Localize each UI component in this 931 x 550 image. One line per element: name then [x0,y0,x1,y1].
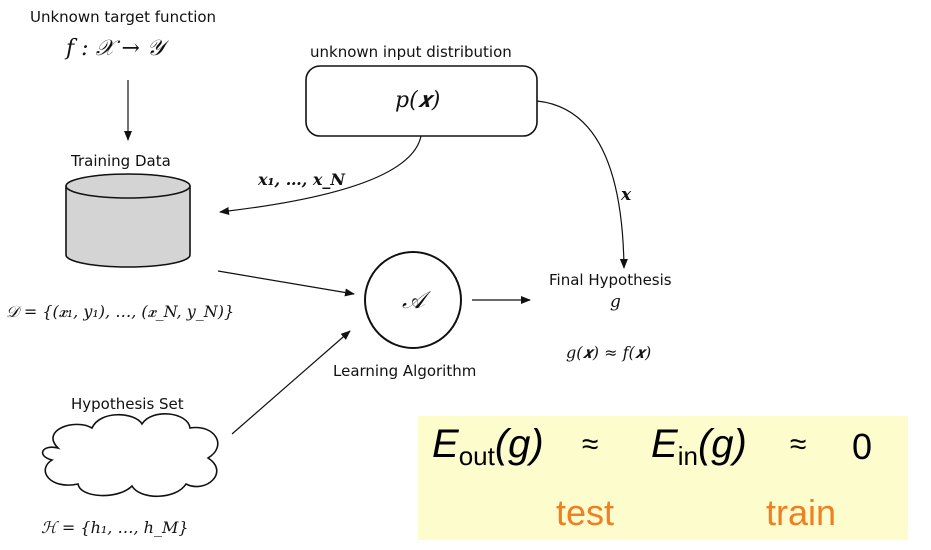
training-data-cylinder [65,173,191,268]
e-out-arg: (g) [494,422,544,466]
e-out-letter: E [432,422,459,466]
algorithm-caption: Learning Algorithm [333,362,477,380]
samples-arrow [219,135,422,215]
training-formula: 𝒟 = {(𝒙₁, y₁), …, (𝒙_N, y_N)} [6,302,235,321]
x-arrow [536,100,628,269]
final-caption: Final Hypothesis [549,271,672,289]
e-out-term: Eout(g) [432,422,544,472]
e-in-arg: (g) [697,422,747,466]
distribution-formula: p(𝒙) [395,88,441,113]
hypothesis-cloud [41,413,219,497]
approx-symbol-2: ≈ [790,428,807,461]
hypothesis-to-algorithm-arrow [231,330,351,435]
samples-label: 𝒙₁, …, 𝒙_N [258,170,345,189]
e-in-letter: E [651,422,678,466]
distribution-caption: unknown input distribution [310,43,512,61]
zero-value: 0 [852,426,873,467]
x-label: 𝒙 [621,185,632,205]
target-formula: f : 𝒳 → 𝒴 [66,36,165,61]
e-in-subscript: in [677,441,698,471]
hypothesis-formula: ℋ = {h₁, …, h_M} [41,518,189,537]
algorithm-circle [364,251,462,349]
final-symbol: g [610,292,621,312]
summary-box [418,416,908,540]
algorithm-symbol: 𝒜 [402,286,425,314]
test-label: test [556,492,615,533]
data-to-algorithm-arrow [217,270,355,297]
approx-symbol-1: ≈ [582,428,599,461]
target-caption: Unknown target function [30,8,217,26]
hypothesis-caption: Hypothesis Set [71,395,184,413]
final-approx: g(𝒙) ≈ f(𝒙) [566,343,652,362]
training-caption: Training Data [71,152,171,170]
e-out-subscript: out [458,441,495,471]
train-label: train [766,492,837,533]
e-in-term: Ein(g) [651,422,747,472]
